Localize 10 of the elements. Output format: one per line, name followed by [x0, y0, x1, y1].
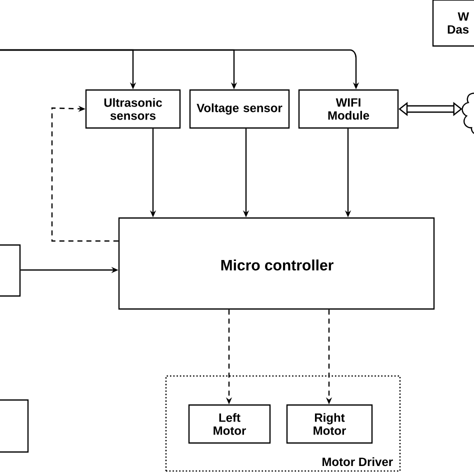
box	[0, 244, 21, 297]
controller-box: Micro controller	[118, 217, 435, 310]
process-box: Right Motor	[286, 404, 373, 444]
box	[0, 399, 29, 453]
process-box: Ultrasonic sensors	[85, 89, 181, 129]
process-box: Left Motor	[188, 404, 271, 444]
process-box: WIFI Module	[298, 89, 399, 129]
arrow	[51, 106, 118, 242]
process-box: Voltage sensor	[189, 89, 290, 129]
box: W Das	[432, 0, 474, 47]
